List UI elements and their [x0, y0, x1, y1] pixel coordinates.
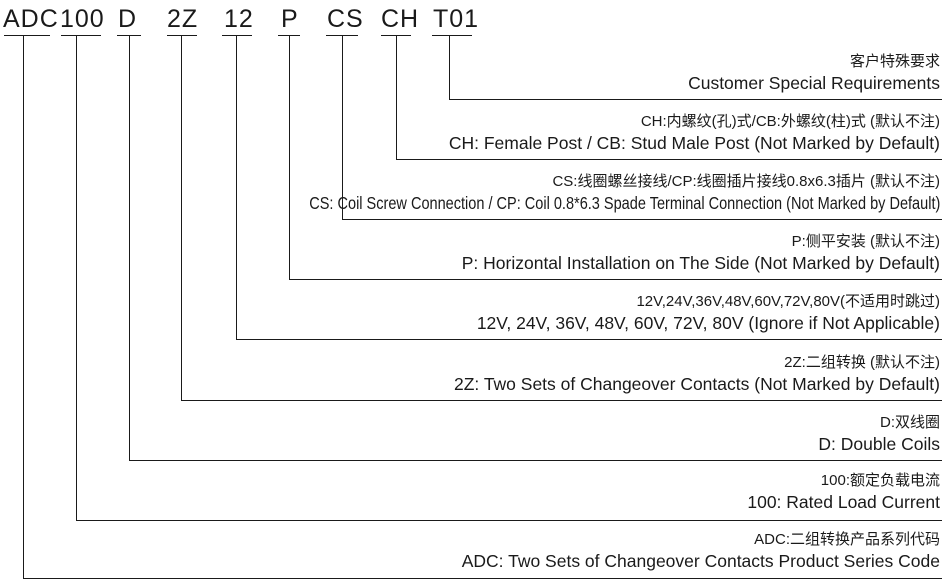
segment-underline	[61, 35, 101, 36]
description-cs: CS:线圈螺丝接线/CP:线圈插片接线0.8x6.3插片 (默认不注) CS: …	[180, 172, 940, 214]
description-cn: 客户特殊要求	[849, 53, 940, 70]
leader-line-d	[129, 35, 130, 460]
description-en: CS: Coil Screw Connection / CP: Coil 0.8…	[308, 193, 940, 213]
leader-line-100	[76, 35, 77, 520]
description-cn: 100:额定负载电流	[820, 472, 940, 489]
leader-hline-adc	[23, 578, 942, 579]
leader-hline-ch	[396, 159, 942, 160]
description-12: 12V,24V,36V,48V,60V,72V,80V(不适用时跳过) 12V,…	[477, 292, 940, 334]
code-segment-adc: ADC	[3, 5, 59, 33]
leader-line-2z	[181, 35, 182, 400]
description-en: P: Horizontal Installation on The Side (…	[461, 253, 940, 273]
code-segment-100: 100	[60, 5, 105, 33]
leader-line-ch	[396, 35, 397, 159]
code-segment-2z: 2Z	[167, 5, 199, 33]
description-adc: ADC:二组转换产品系列代码 ADC: Two Sets of Changeov…	[462, 530, 940, 572]
leader-hline-p	[289, 279, 942, 280]
leader-line-adc	[23, 35, 24, 578]
description-ch: CH:内螺纹(孔)式/CB:外螺纹(柱)式 (默认不注) CH: Female …	[449, 112, 940, 154]
description-2z: 2Z:二组转换 (默认不注) 2Z: Two Sets of Changeove…	[454, 353, 940, 395]
segment-underline	[432, 35, 472, 36]
segment-underline	[4, 35, 50, 36]
leader-hline-cs	[342, 219, 942, 220]
description-100: 100:额定负载电流 100: Rated Load Current	[747, 471, 940, 513]
code-segment-12: 12	[224, 5, 254, 33]
leader-hline-12	[236, 339, 942, 340]
description-p: P:侧平安装 (默认不注) P: Horizontal Installation…	[462, 232, 940, 274]
description-en: Customer Special Requirements	[688, 73, 940, 93]
leader-hline-2z	[181, 400, 942, 401]
leader-line-t01	[449, 35, 450, 99]
description-d: D:双线圈 D: Double Coils	[818, 413, 940, 455]
leader-line-p	[289, 35, 290, 279]
code-segment-ch: CH	[381, 5, 420, 33]
description-t01: 客户特殊要求 Customer Special Requirements	[688, 52, 940, 94]
description-cn: D:双线圈	[879, 414, 940, 431]
leader-line-cs	[342, 35, 343, 219]
segment-underline	[222, 35, 252, 36]
leader-hline-t01	[449, 99, 942, 100]
description-en: D: Double Coils	[818, 434, 940, 454]
leader-hline-d	[129, 460, 942, 461]
description-en: CH: Female Post / CB: Stud Male Post (No…	[448, 133, 940, 153]
code-segment-d: D	[118, 5, 138, 33]
code-segment-t01: T01	[433, 5, 480, 33]
code-segment-p: P	[281, 5, 299, 33]
description-cn: CH:内螺纹(孔)式/CB:外螺纹(柱)式 (默认不注)	[640, 113, 940, 130]
description-en: 12V, 24V, 36V, 48V, 60V, 72V, 80V (Ignor…	[476, 313, 940, 333]
description-cn: ADC:二组转换产品系列代码	[754, 531, 940, 548]
code-segment-cs: CS	[327, 5, 364, 33]
description-cn: P:侧平安装 (默认不注)	[791, 233, 940, 250]
description-en: 100: Rated Load Current	[747, 492, 940, 512]
description-cn: CS:线圈螺丝接线/CP:线圈插片接线0.8x6.3插片 (默认不注)	[552, 173, 940, 190]
segment-underline	[167, 35, 197, 36]
description-cn: 12V,24V,36V,48V,60V,72V,80V(不适用时跳过)	[636, 293, 940, 310]
description-en: ADC: Two Sets of Changeover Contacts Pro…	[461, 551, 940, 571]
description-en: 2Z: Two Sets of Changeover Contacts (Not…	[453, 374, 940, 394]
description-cn: 2Z:二组转换 (默认不注)	[784, 354, 940, 371]
leader-hline-100	[76, 520, 942, 521]
leader-line-12	[236, 35, 237, 339]
